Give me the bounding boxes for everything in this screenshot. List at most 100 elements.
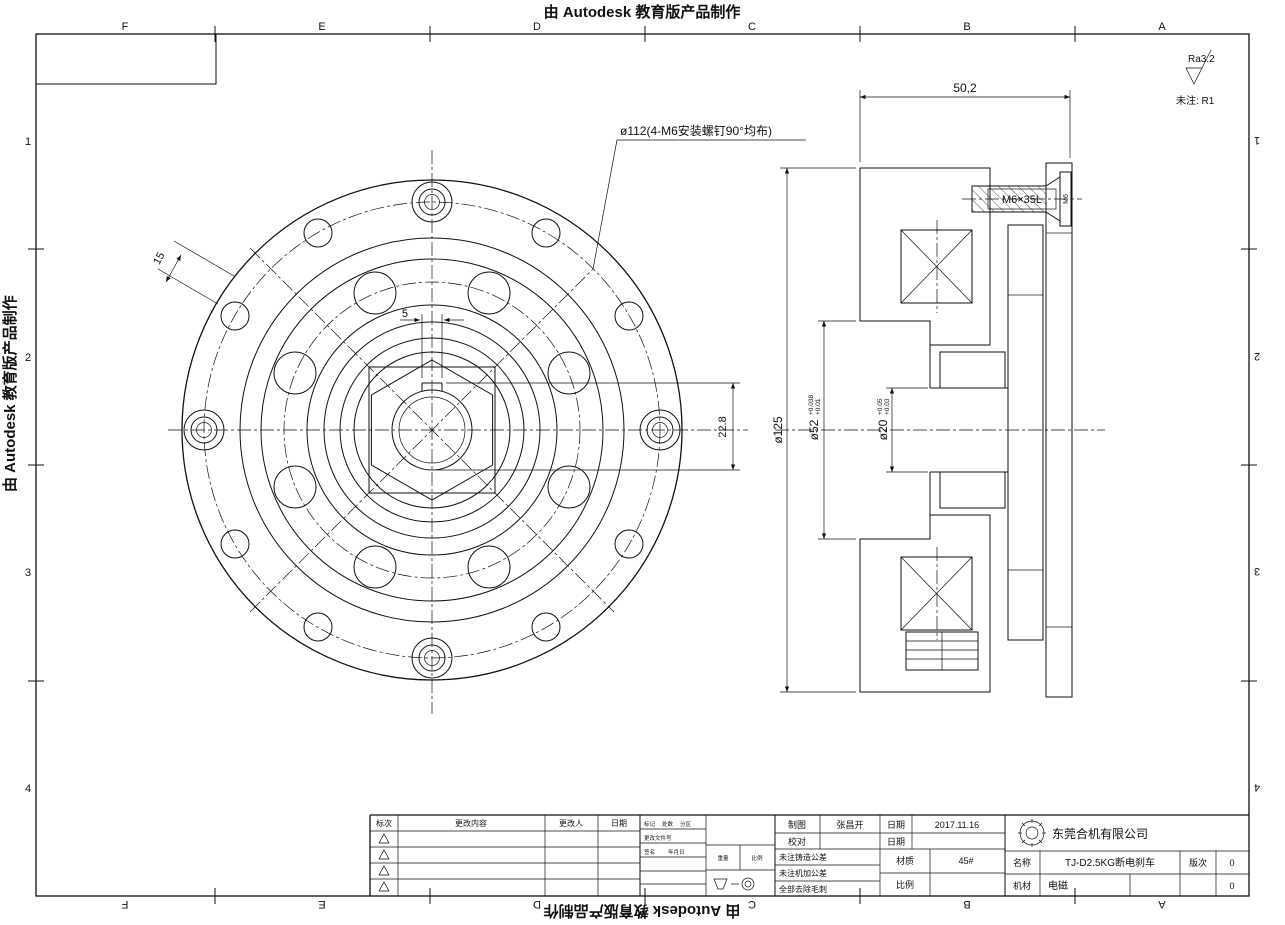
screw-label-box (987, 188, 1057, 210)
mini-signature-block: 标记 处数 分区 更改文件号 签名 年月日 重量 比例 (640, 815, 775, 896)
shaft-tol-lower: +0.03 (884, 398, 891, 415)
title-block: 标次 更改内容 更改人 日期 标记 处数 分区 更改文件号 签名 年月日 (369, 814, 1249, 896)
zone-letter: C (748, 898, 756, 910)
zone-number: 2 (25, 352, 31, 364)
material-label: 材质 (896, 855, 914, 866)
dim-slot-15: 15 (151, 240, 235, 305)
mat-value: 电磁 (1048, 879, 1068, 892)
mounting-holes-large (183, 181, 681, 679)
company-logo-icon (1018, 819, 1046, 847)
dim-label-od: ø125 (771, 416, 785, 444)
zone-letter: B (963, 898, 970, 910)
dim-label-shaft: ø20 (876, 419, 890, 440)
rev-col-person: 更改人 (559, 818, 583, 828)
zone-number: 3 (25, 567, 31, 579)
dim-outer-diameter: ø125 (771, 167, 856, 693)
watermark-bottom: 由 Autodesk 教育版产品制作 (544, 902, 741, 920)
mat-label: 机材 (1013, 880, 1031, 891)
hub-section-bottom (939, 471, 1006, 509)
rev-col-date: 日期 (611, 819, 627, 828)
general-note: 未注铸造公差 (779, 852, 827, 862)
zone-letter: F (122, 21, 129, 33)
zone-letter: A (1158, 21, 1166, 33)
dim-label-slot: 15 (151, 250, 167, 266)
zone-letter: D (533, 21, 541, 33)
dim-bolt-circle: ø112(4-M6安装螺钉90°均布) (592, 123, 806, 270)
square-profile (368, 366, 496, 494)
unnoted-radius-note: 未注: R1 (1176, 94, 1215, 107)
general-note: 未注机加公差 (779, 868, 827, 878)
sheet-frame: F E D C B A F E D C B A 1 2 3 4 1 2 3 4 (25, 21, 1260, 910)
company-block: 东莞合机有限公司 名称 TJ-D2.5KG断电刹车 版次 0 机材 电磁 0 (1005, 819, 1249, 896)
bore-tol-lower: +0.01 (815, 398, 822, 415)
revision-label: 版次 (1189, 857, 1207, 868)
part-name: TJ-D2.5KG断电刹车 (1065, 856, 1155, 869)
rim-holes-small (220, 218, 644, 642)
corner-reference-box (35, 33, 217, 85)
armature-plate (1007, 224, 1044, 641)
zone-number: 4 (25, 783, 31, 795)
surface-finish-notes: Ra3.2 未注: R1 (1176, 49, 1215, 107)
dim-bore-52: ø52 +0.038 +0.01 (807, 320, 856, 540)
dim-label-bolt-circle: ø112(4-M6安装螺钉90°均布) (620, 123, 772, 138)
screw-size-label: M6 (1063, 194, 1070, 204)
section-view: M6×35L M6 50,2 ø125 ø52 +0.038 +0.01 (771, 81, 1105, 698)
zone-number: 3 (1254, 565, 1260, 577)
revision-triangle-icon (378, 881, 390, 892)
coil-window-top (900, 220, 973, 313)
coil-window-bottom (900, 547, 973, 640)
mini-label-sign: 签名 (644, 848, 655, 856)
keyway (421, 382, 443, 391)
zone-letter: A (1158, 898, 1166, 910)
qty-value: 0 (1229, 881, 1234, 891)
shaft-tol-upper: +0.05 (877, 398, 884, 415)
revision-triangle-icon (378, 833, 390, 844)
stator-housing-bottom (859, 514, 991, 693)
company-name: 东莞合机有限公司 (1052, 826, 1148, 841)
revision-triangle-icon (378, 849, 390, 860)
detail-box (905, 631, 979, 671)
info-grid: 制图 张昌开 日期 2017.11.16 校对 日期 未注铸造公差 未注机加公差… (775, 815, 1005, 896)
draft-date: 2017.11.16 (935, 820, 979, 830)
revision-table: 标次 更改内容 更改人 日期 (370, 815, 640, 896)
part-name-label: 名称 (1013, 857, 1031, 868)
revision-triangle-icon (378, 865, 390, 876)
dim-label-overall-width: 50,2 (953, 81, 977, 95)
autodesk-watermarks: 由 Autodesk 教育版产品制作 由 Autodesk 教育版产品制作 由 … (1, 3, 740, 920)
dim-overall-width: 50,2 (859, 81, 1071, 162)
scale-label: 比例 (896, 879, 914, 890)
hexagon-profile (370, 359, 494, 501)
dim-shaft-20: ø20 +0.05 +0.03 (876, 387, 928, 473)
zone-letter: F (121, 898, 128, 910)
dim-keyway-width: 5 (400, 308, 464, 378)
date-label: 日期 (887, 820, 905, 830)
mini-label-weight: 重量 (717, 854, 729, 862)
shaft-bore (391, 389, 473, 471)
dim-keyway-depth: 22.8 (436, 382, 740, 471)
dim-label-bore: ø52 (807, 419, 821, 440)
rev-col-mark: 标次 (376, 818, 392, 828)
mini-label-mark: 标记 (644, 820, 656, 828)
watermark-top: 由 Autodesk 教育版产品制作 (544, 3, 741, 21)
mini-label-count: 处数 (662, 820, 674, 828)
zone-number: 2 (1254, 350, 1260, 362)
front-view: ø112(4-M6安装螺钉90°均布) 5 22.8 15 (151, 123, 806, 714)
material-value: 45# (958, 856, 973, 866)
drafter-label: 制图 (788, 819, 806, 830)
zone-letter: C (748, 21, 756, 33)
hub-section-top (939, 351, 1006, 389)
mini-label-docno: 更改文件号 (644, 834, 672, 842)
bolt-circle-112 (203, 201, 661, 659)
dim-label-keyway-depth: 22.8 (717, 416, 729, 437)
bore-tol-upper: +0.038 (808, 395, 815, 415)
zone-number: 1 (25, 136, 31, 148)
dim-label-keyway-width: 5 (402, 308, 408, 320)
roughness-value: Ra3.2 (1188, 54, 1215, 65)
screw-label: M6×35L (1002, 194, 1042, 206)
zone-letter: B (963, 21, 970, 33)
roughness-icon (1185, 49, 1212, 85)
watermark-left: 由 Autodesk 教育版产品制作 (1, 295, 19, 492)
zone-letter: D (533, 898, 541, 910)
mini-label-date: 年月日 (668, 848, 685, 856)
